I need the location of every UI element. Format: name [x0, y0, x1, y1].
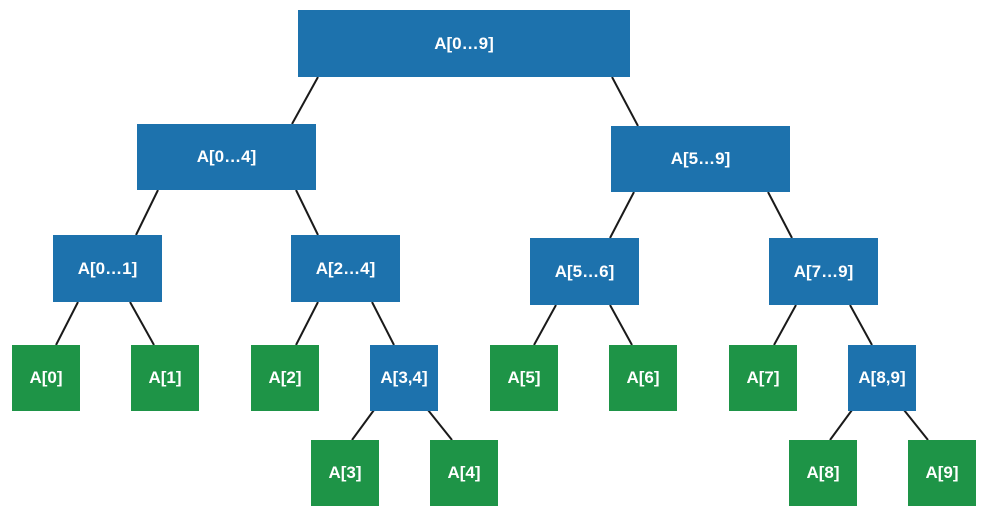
edge-04-24 [295, 189, 319, 236]
leaf-a2: A[2] [251, 345, 319, 411]
edge-01-1 [129, 301, 155, 346]
edge-59-79 [767, 191, 793, 239]
edge-24-2 [295, 301, 319, 346]
edge-34-4 [427, 409, 453, 441]
node-a8-9: A[8,9] [848, 345, 916, 411]
edge-root-left [291, 76, 319, 125]
leaf-a5: A[5] [490, 345, 558, 411]
edge-04-01 [135, 189, 159, 236]
node-a3-4: A[3,4] [370, 345, 438, 411]
leaf-a6: A[6] [609, 345, 677, 411]
leaf-a4: A[4] [430, 440, 498, 506]
edge-01-0 [55, 301, 79, 346]
edge-89-8 [829, 409, 853, 441]
leaf-a7: A[7] [729, 345, 797, 411]
node-a0-4: A[0…4] [137, 124, 316, 190]
node-a7-9: A[7…9] [769, 238, 878, 305]
leaf-a9: A[9] [908, 440, 976, 506]
edge-24-34 [371, 301, 395, 346]
edge-89-9 [903, 409, 929, 441]
edge-79-89 [849, 304, 873, 346]
edge-34-3 [351, 409, 375, 441]
node-a0-1: A[0…1] [53, 235, 162, 302]
leaf-a8: A[8] [789, 440, 857, 506]
edge-root-right [611, 76, 639, 127]
leaf-a3: A[3] [311, 440, 379, 506]
edge-56-6 [609, 304, 633, 346]
edge-56-5 [533, 304, 557, 346]
edge-79-7 [773, 304, 797, 346]
leaf-a0: A[0] [12, 345, 80, 411]
leaf-a1: A[1] [131, 345, 199, 411]
node-a0-9: A[0…9] [298, 10, 630, 77]
edge-59-56 [609, 191, 635, 239]
node-a5-6: A[5…6] [530, 238, 639, 305]
node-a5-9: A[5…9] [611, 126, 790, 192]
node-a2-4: A[2…4] [291, 235, 400, 302]
